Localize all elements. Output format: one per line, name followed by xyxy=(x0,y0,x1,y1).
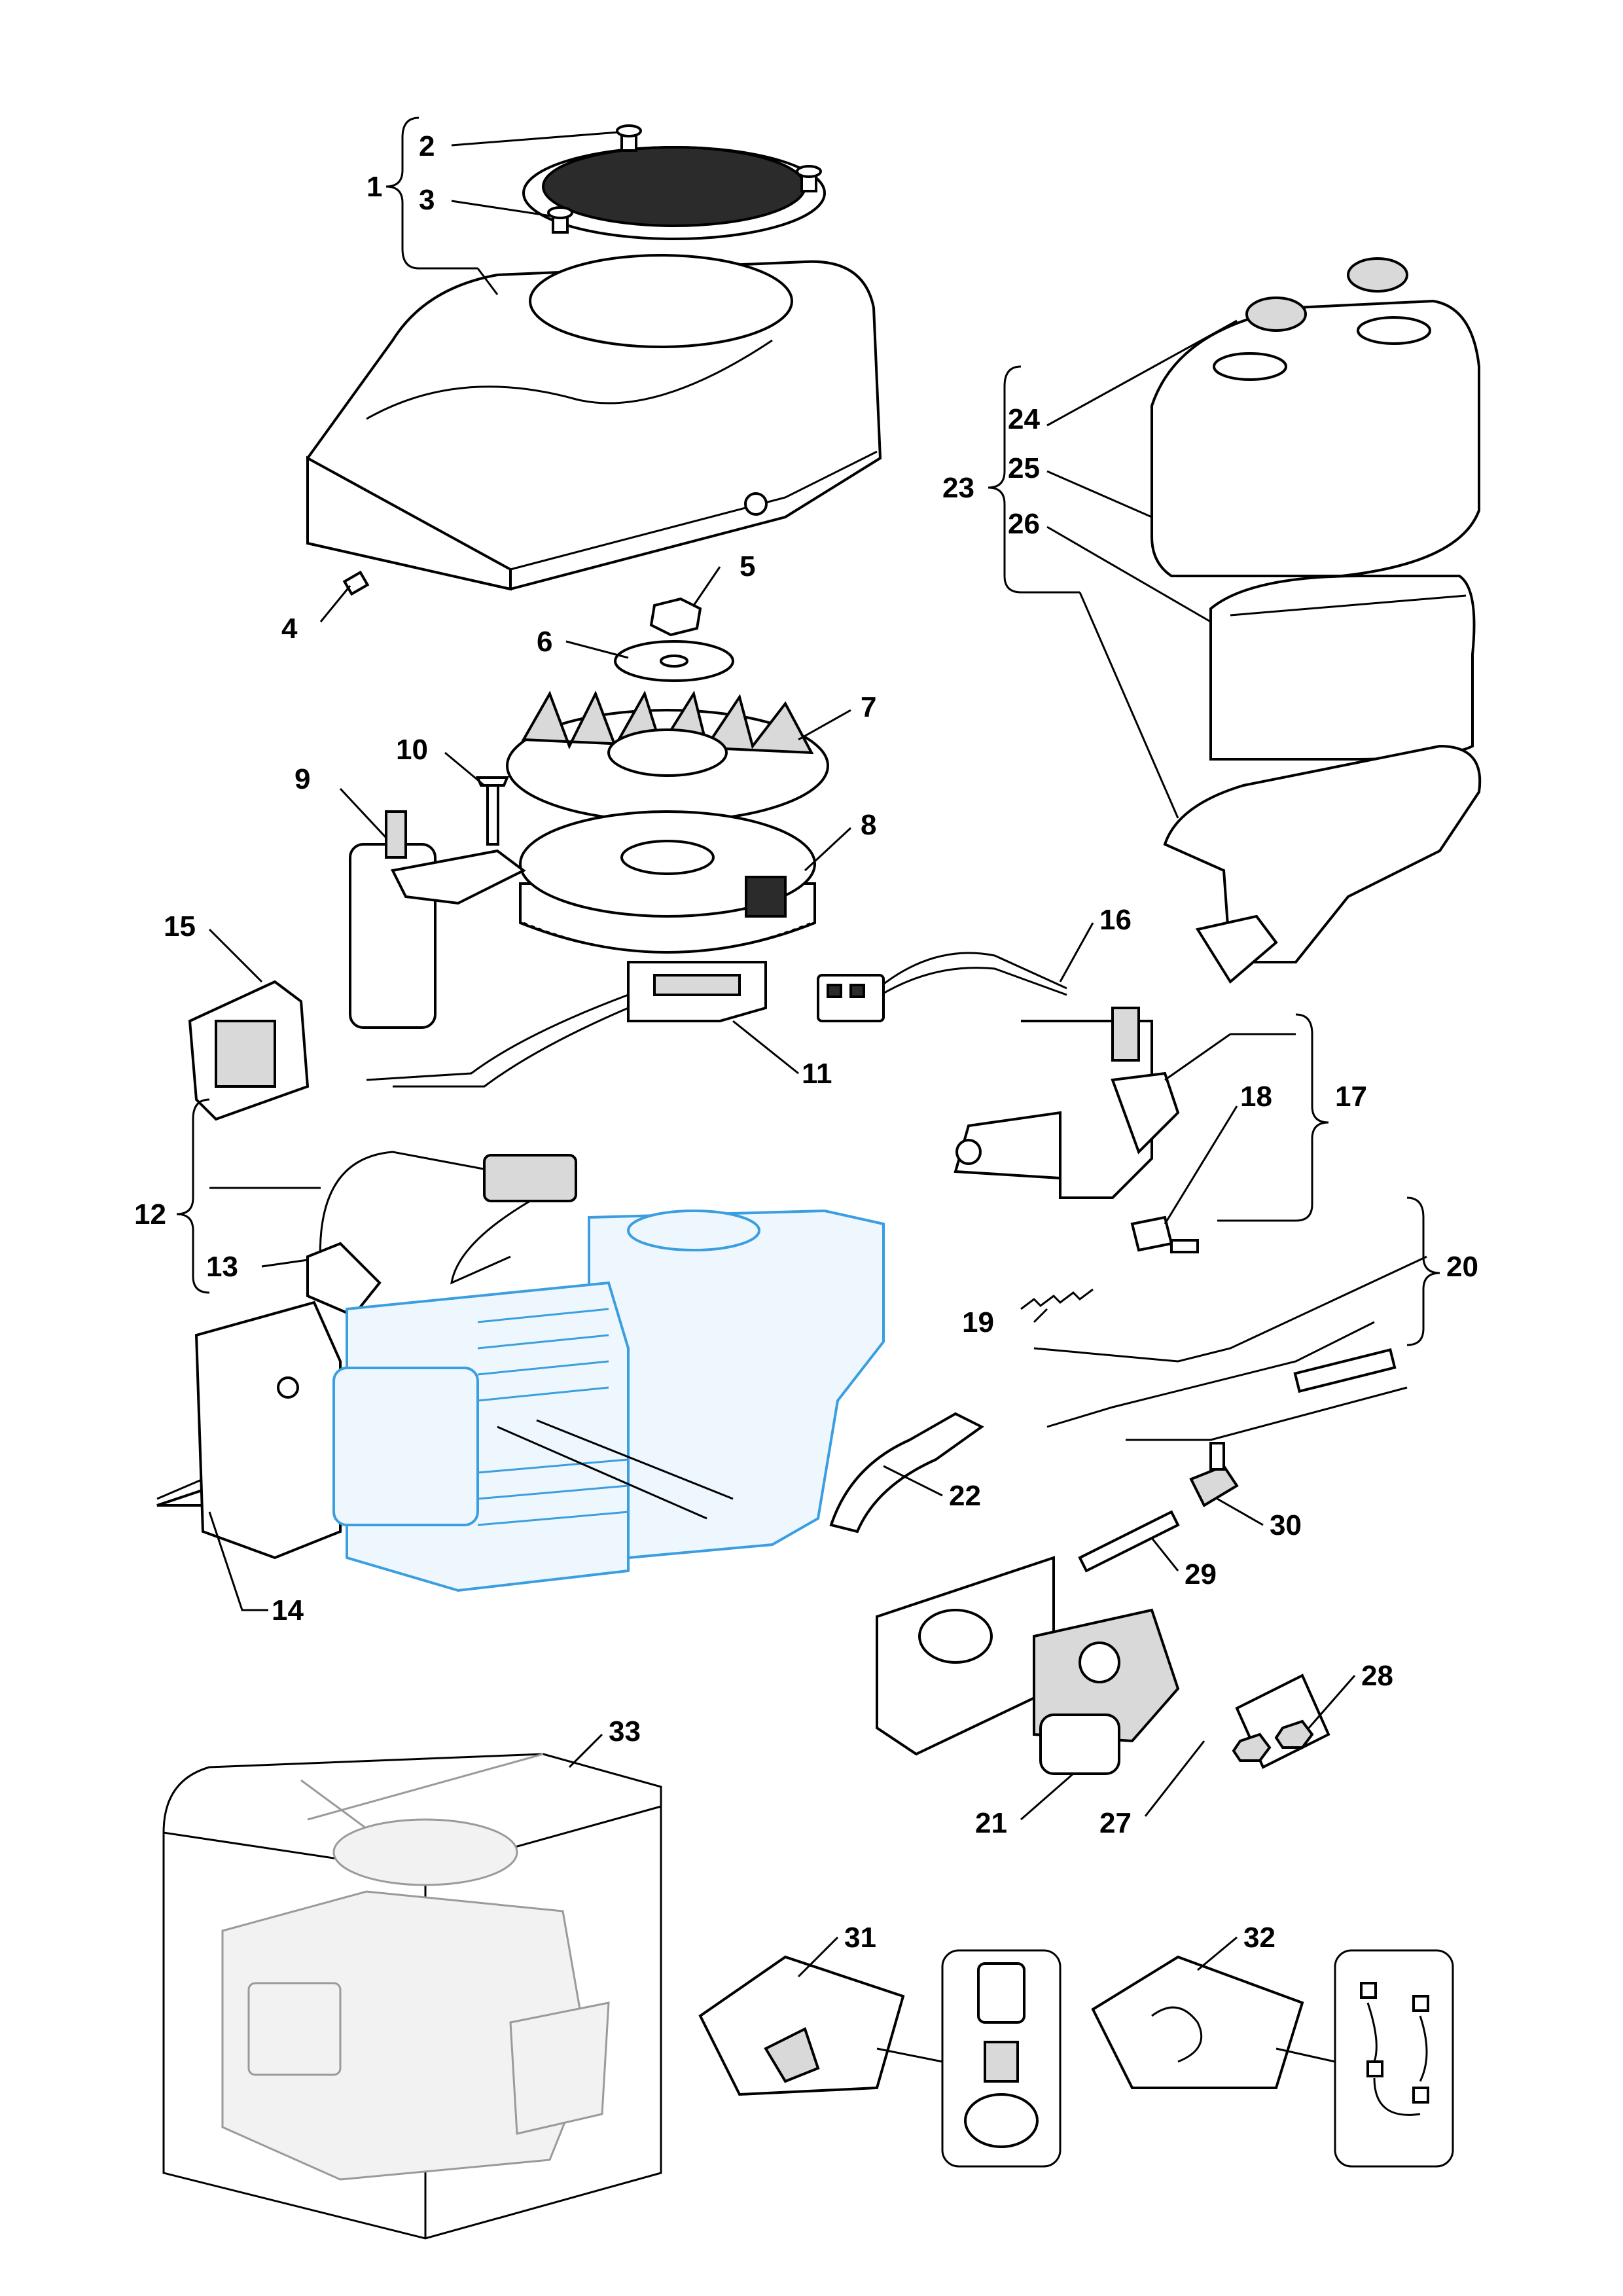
governor-screw xyxy=(1170,1239,1199,1253)
wiring-harness xyxy=(817,952,1067,1022)
callout-10: 10 xyxy=(396,734,428,766)
housing-bolt xyxy=(342,570,370,596)
air-filter-cover xyxy=(1150,299,1480,577)
ht-lead xyxy=(319,1151,577,1285)
starter-kit-detail xyxy=(941,1949,1061,2168)
callout-14: 14 xyxy=(272,1594,304,1626)
blower-screws xyxy=(547,124,822,234)
flywheel xyxy=(519,810,816,954)
callout-9: 9 xyxy=(294,763,310,795)
callout-32: 32 xyxy=(1243,1922,1275,1954)
ignition-bracket xyxy=(194,1300,342,1560)
callout-labels: 1 2 3 4 5 6 7 8 9 10 11 12 13 14 15 16 1… xyxy=(134,130,1478,1954)
callout-33: 33 xyxy=(609,1715,641,1748)
callout-2: 2 xyxy=(419,130,435,162)
carb-nuts xyxy=(1232,1719,1314,1762)
filter-knobs xyxy=(1245,257,1408,332)
rectifier-regulator xyxy=(188,980,310,1121)
callout-26: 26 xyxy=(1008,508,1040,540)
callout-12: 12 xyxy=(134,1198,166,1230)
leader-lines xyxy=(176,117,1440,2063)
callout-30: 30 xyxy=(1270,1509,1302,1541)
callout-15: 15 xyxy=(164,910,196,942)
callout-7: 7 xyxy=(861,691,876,723)
callout-21: 21 xyxy=(975,1807,1007,1839)
heat-shield xyxy=(876,1556,1055,1756)
callout-25: 25 xyxy=(1008,452,1040,484)
callout-11: 11 xyxy=(802,1058,832,1090)
carburettor xyxy=(1033,1608,1180,1775)
callout-5: 5 xyxy=(740,550,755,583)
ignition-module xyxy=(366,961,767,1088)
governor-bracket xyxy=(954,1007,1180,1199)
callout-31: 31 xyxy=(844,1922,876,1954)
callout-28: 28 xyxy=(1361,1660,1393,1692)
callout-8: 8 xyxy=(861,809,876,841)
starter-kit-bag xyxy=(698,1955,905,2096)
governor-rods xyxy=(1033,1255,1427,1441)
ghost-engine xyxy=(221,1818,610,2181)
callout-27: 27 xyxy=(1099,1807,1132,1839)
callout-19: 19 xyxy=(962,1306,994,1338)
governor-spring xyxy=(1020,1288,1094,1310)
callout-17: 17 xyxy=(1335,1081,1367,1113)
harness-kit-detail xyxy=(1334,1949,1454,2168)
flywheel-nut xyxy=(649,597,702,637)
breather-hose xyxy=(829,1412,984,1534)
harness-kit-bag xyxy=(1091,1955,1304,2089)
callout-3: 3 xyxy=(419,184,435,216)
callout-4: 4 xyxy=(281,613,298,645)
air-filter-base xyxy=(1163,744,1482,984)
starter-bolt xyxy=(476,776,509,846)
starter-motor xyxy=(349,810,526,1029)
callout-1: 1 xyxy=(366,171,382,203)
plug-cap xyxy=(306,1242,382,1318)
callout-6: 6 xyxy=(537,626,552,658)
fuel-line xyxy=(1078,1510,1180,1573)
blower-housing xyxy=(306,254,882,591)
callout-24: 24 xyxy=(1008,403,1040,435)
fan-washer xyxy=(614,640,734,682)
callout-22: 22 xyxy=(949,1480,981,1512)
engine-block xyxy=(332,1209,885,1592)
callout-13: 13 xyxy=(206,1251,238,1283)
callout-29: 29 xyxy=(1185,1558,1217,1590)
fuel-filter xyxy=(1189,1442,1239,1507)
callout-20: 20 xyxy=(1446,1251,1478,1283)
cooling-fan xyxy=(506,690,829,823)
callout-16: 16 xyxy=(1099,904,1132,936)
air-filter-element xyxy=(1209,575,1476,761)
callout-18: 18 xyxy=(1240,1081,1272,1113)
callout-23: 23 xyxy=(942,472,974,504)
